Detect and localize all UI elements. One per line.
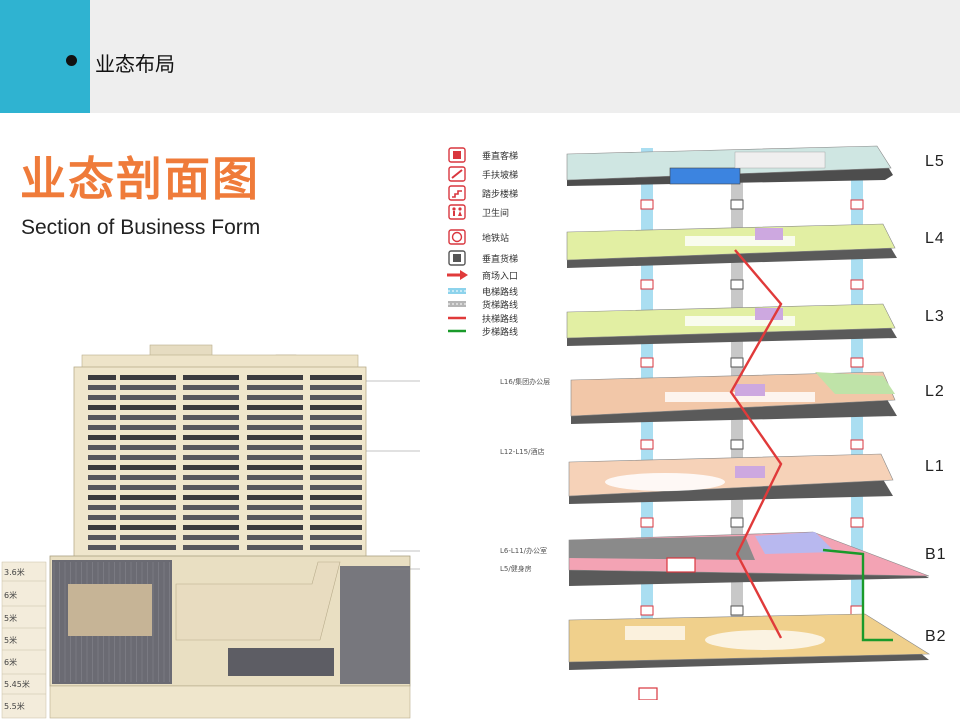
section-title-en: Section of Business Form	[21, 216, 261, 239]
section-label-l16: L16/集团办公层	[500, 378, 551, 386]
restroom-icon	[448, 204, 466, 220]
floor-label-l3: L3	[925, 308, 945, 325]
legend-item: 电梯路线	[446, 283, 556, 299]
legend-item: 踏步楼梯	[446, 185, 556, 201]
legend-item: 商场入口	[446, 267, 556, 283]
floor-label-b1: B1	[925, 546, 947, 563]
freight-route-line-icon	[448, 301, 466, 307]
passenger-elevator-icon	[448, 147, 466, 163]
elevator-route-line-icon	[448, 288, 466, 294]
floor-height-label: 5米	[4, 614, 18, 623]
header-title: 业态布局	[95, 52, 175, 76]
bullet-icon	[66, 55, 77, 66]
legend-item: 地铁站	[446, 229, 556, 245]
floor-height-label: 6米	[4, 658, 18, 667]
floor-stack-diagram	[566, 145, 931, 700]
escalator-route-line-icon	[448, 316, 466, 320]
metro-station-icon	[448, 229, 466, 245]
floor-label-l1: L1	[925, 458, 945, 475]
floor-label-l2: L2	[925, 383, 945, 400]
header-bar	[0, 0, 960, 113]
legend-item: 垂直客梯	[446, 147, 556, 163]
floor-label-l4: L4	[925, 230, 945, 247]
stairs-route-line-icon	[448, 329, 466, 333]
floor-height-label: 3.6米	[4, 568, 25, 577]
legend-item: 手扶坡梯	[446, 166, 556, 182]
legend-item: 垂直货梯	[446, 250, 556, 266]
mall-entrance-arrow-icon	[447, 270, 468, 280]
floor-height-label: 5.45米	[4, 680, 30, 689]
header-accent-block	[0, 0, 90, 113]
stair-escalator-icon	[448, 185, 466, 201]
floor-label-l5: L5	[925, 153, 945, 170]
floor-height-label: 6米	[4, 591, 18, 600]
section-label-l12-l15: L12-L15/酒店	[500, 448, 545, 456]
section-label-l6-l11: L6-L11/办公室	[500, 547, 548, 555]
section-title-cn: 业态剖面图	[20, 152, 260, 206]
freight-elevator-icon	[448, 250, 466, 266]
floor-height-label: 5米	[4, 636, 18, 645]
floor-label-b2: B2	[925, 628, 947, 645]
legend-item: 步梯路线	[446, 323, 556, 339]
legend-item: 扶梯路线	[446, 310, 556, 326]
building-section-drawing	[1, 344, 420, 719]
section-label-l5: L5/健身房	[500, 565, 532, 573]
floor-height-label: 5.5米	[4, 702, 25, 711]
legend-item: 卫生间	[446, 204, 556, 220]
ramp-escalator-icon	[448, 166, 466, 182]
legend-item: 货梯路线	[446, 296, 556, 312]
